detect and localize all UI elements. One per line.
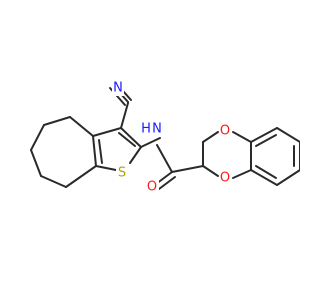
- bond-ring7-1: [69, 116, 94, 137]
- molecule-diagram: N H N S O O O: [30, 80, 300, 195]
- atom-o-carbonyl: O: [147, 180, 157, 195]
- upper-oxygen-label: O: [219, 123, 232, 139]
- bond-c3-c3a: [92, 127, 122, 137]
- bond-bz-3: [276, 127, 300, 143]
- bond-bz-6d: [255, 165, 277, 179]
- bond-c2-c3: [120, 127, 142, 148]
- bond-ring7-4: [30, 149, 42, 177]
- nitrile-nitrogen-label: N: [112, 80, 124, 96]
- bond-bz-2: [250, 127, 278, 143]
- atom-n-nitrile: N: [113, 81, 123, 96]
- carbonyl-oxygen-label: O: [146, 179, 159, 195]
- bond-ring7-5: [40, 175, 67, 188]
- atom-labels: N H N S O O O: [112, 80, 232, 195]
- bond-cn-ring: [120, 102, 129, 129]
- amide-nitrogen-label: H N: [141, 121, 163, 137]
- bond-co-ch: [171, 165, 204, 173]
- bond-ring7-3: [30, 124, 45, 151]
- bond-ring7-6: [65, 165, 97, 188]
- bond-ch2-o: [202, 131, 219, 143]
- bond-bz-6: [250, 169, 278, 186]
- atom-o-upper: O: [220, 124, 230, 139]
- lower-oxygen-label: O: [219, 170, 232, 186]
- bond-bz-2d: [255, 134, 277, 147]
- sulfur-label: S: [116, 165, 129, 181]
- bonds: [30, 82, 300, 190]
- atom-o-lower: O: [220, 171, 230, 186]
- atom-nh-h: N: [152, 122, 162, 137]
- bond-c3a-c8a: [92, 135, 97, 167]
- bond-nh-co: [156, 144, 173, 173]
- bond-ch-o: [202, 165, 219, 177]
- bond-co-2: [158, 176, 176, 190]
- bond-c8a-s: [95, 165, 117, 171]
- bond-bz-5: [276, 169, 300, 186]
- atom-nh: H: [141, 122, 151, 137]
- bond-c2-c3-double: [118, 132, 136, 147]
- bond-s-c2: [129, 146, 142, 164]
- bond-ring7-2: [43, 116, 71, 126]
- bond-o-ar1: [232, 131, 252, 143]
- structure-svg: N H N S O O O: [30, 80, 300, 195]
- bond-c2-nh: [140, 137, 161, 148]
- bond-o-ar2: [232, 169, 252, 179]
- atom-s: S: [118, 166, 126, 181]
- bond-c3a-c8a-double: [98, 139, 103, 164]
